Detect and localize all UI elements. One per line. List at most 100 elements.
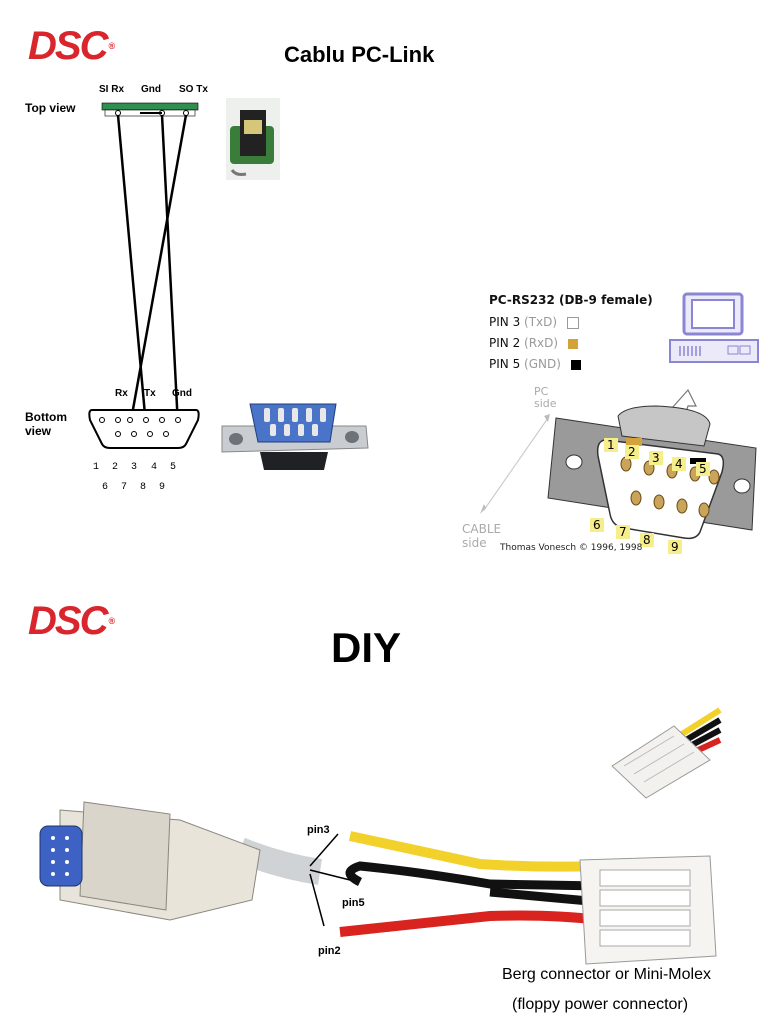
gnd-marker	[690, 458, 706, 464]
rxd-marker	[626, 438, 642, 446]
bottom-pin-label: Gnd	[172, 388, 192, 399]
db9-pin-number: 4	[151, 462, 158, 473]
db9-hole	[163, 431, 169, 437]
arrow-tip-icon	[480, 504, 486, 514]
wire-tx	[128, 114, 188, 427]
txd-swatch	[566, 316, 579, 329]
diy-cable-drawing	[39, 801, 717, 965]
db9-socket-face	[39, 825, 83, 887]
db9-hole	[147, 431, 153, 437]
rs232-signal: (TxD)	[524, 315, 558, 329]
bottom-pin-label: Rx	[115, 388, 128, 399]
mount-hole	[733, 478, 751, 494]
db9-female-pin: 3	[649, 451, 663, 465]
db9-pin-number: 3	[131, 462, 138, 473]
db9-hole	[127, 417, 133, 423]
dsc-logo-bottom: DSC®	[28, 599, 115, 643]
dsc-logo-top: DSC®	[28, 24, 115, 68]
db9-female-pin: 8	[640, 533, 654, 547]
db9-pin-number: 1	[93, 462, 100, 473]
db9-hole	[131, 431, 137, 437]
computer-icon	[669, 292, 759, 363]
black-wire	[489, 887, 601, 907]
rj-header-bar	[101, 102, 199, 111]
db9-female-pin: 4	[672, 457, 686, 471]
socket-pin	[708, 469, 720, 485]
mount-hole	[565, 454, 583, 470]
db9-female-pin: 6	[590, 518, 604, 532]
credit-text: Thomas Vonesch © 1996, 1998	[500, 543, 643, 553]
bottom-view-label: Bottom view	[25, 410, 67, 438]
db9-hole	[99, 417, 105, 423]
shell-top	[617, 405, 711, 447]
db9-hole	[115, 431, 121, 437]
rj-pin-rx	[115, 110, 121, 116]
bottom-pin-label: Tx	[144, 388, 156, 399]
rs232-pin: PIN 5	[489, 357, 521, 371]
top-pin-label: SO Tx	[179, 84, 208, 95]
diy-title: DIY	[331, 624, 402, 671]
db9-hole	[115, 417, 121, 423]
rs232-heading: PC-RS232 (DB-9 female)	[489, 293, 653, 307]
rs232-pin: PIN 2	[489, 336, 521, 350]
red-wire	[339, 910, 601, 937]
dsc-logo-text: DSC	[28, 24, 108, 68]
top-view-label: Top view	[25, 101, 76, 115]
top-pin-label: SI Rx	[99, 84, 125, 95]
yellow-wire	[348, 831, 601, 872]
rj-connector-photo	[226, 98, 280, 180]
socket-pin	[676, 498, 688, 514]
pointer-pin3	[309, 833, 339, 867]
db9-hole	[143, 417, 149, 423]
rs232-signal: (GND)	[524, 357, 561, 371]
db9-pin-number: 2	[112, 462, 119, 473]
rxd-swatch	[567, 338, 578, 349]
top-pin-label: Gnd	[141, 84, 161, 95]
dsc-logo-text: DSC	[28, 599, 108, 643]
db9-female-pin: 9	[668, 540, 682, 554]
page-title: Cablu PC-Link	[284, 42, 435, 67]
socket-pin	[698, 502, 710, 518]
rs232-row: PIN 2 (RxD)	[489, 336, 578, 350]
rj-pin-tx	[183, 110, 189, 116]
gnd-swatch	[570, 359, 581, 370]
db9-female-pin: 7	[616, 525, 630, 539]
db9-pin-number: 6	[102, 482, 109, 493]
wire-gnd	[160, 114, 180, 427]
orientation-arrow	[483, 417, 549, 511]
pin3-label: pin3	[307, 824, 330, 836]
cable-side-label: CABLE side	[462, 522, 502, 550]
wiring-diagram	[88, 102, 200, 449]
socket-pin	[620, 456, 632, 472]
pc-side-label: PC side	[534, 385, 557, 410]
db9-pin-number: 9	[159, 482, 166, 493]
registered-mark: ®	[108, 41, 114, 51]
db9-pin-number: 8	[140, 482, 147, 493]
berg-caption-sub: (floppy power connector)	[512, 996, 689, 1013]
pointer-pin5	[309, 869, 351, 881]
db9-pin-number: 7	[121, 482, 128, 493]
pointer-pin2	[309, 873, 325, 927]
db9-male-photo	[221, 403, 369, 470]
rs232-pin: PIN 3	[489, 315, 521, 329]
db9-hole	[175, 417, 181, 423]
socket-pin	[630, 490, 642, 506]
db9-female-drawing	[480, 388, 757, 540]
db9-female-pin: 1	[604, 438, 618, 452]
db9-female-pin: 5	[696, 462, 710, 476]
rs232-signal: (RxD)	[524, 336, 559, 350]
berg-caption: Berg connector or Mini-Molex	[502, 966, 711, 983]
db9-hole	[159, 417, 165, 423]
black-wire-loop	[345, 861, 601, 891]
db9-pin-number: 5	[170, 462, 177, 473]
db9-female-pin: 2	[625, 445, 639, 459]
berg-plug-photo	[611, 707, 722, 799]
pin5-label: pin5	[342, 897, 365, 909]
pin2-label: pin2	[318, 945, 341, 957]
db9-outline	[88, 409, 200, 449]
arrow-tip-icon	[544, 414, 550, 422]
rs232-row: PIN 3 (TxD)	[489, 315, 579, 329]
wire-rx	[116, 114, 148, 427]
registered-mark: ®	[108, 616, 114, 626]
socket-pin	[653, 494, 665, 510]
